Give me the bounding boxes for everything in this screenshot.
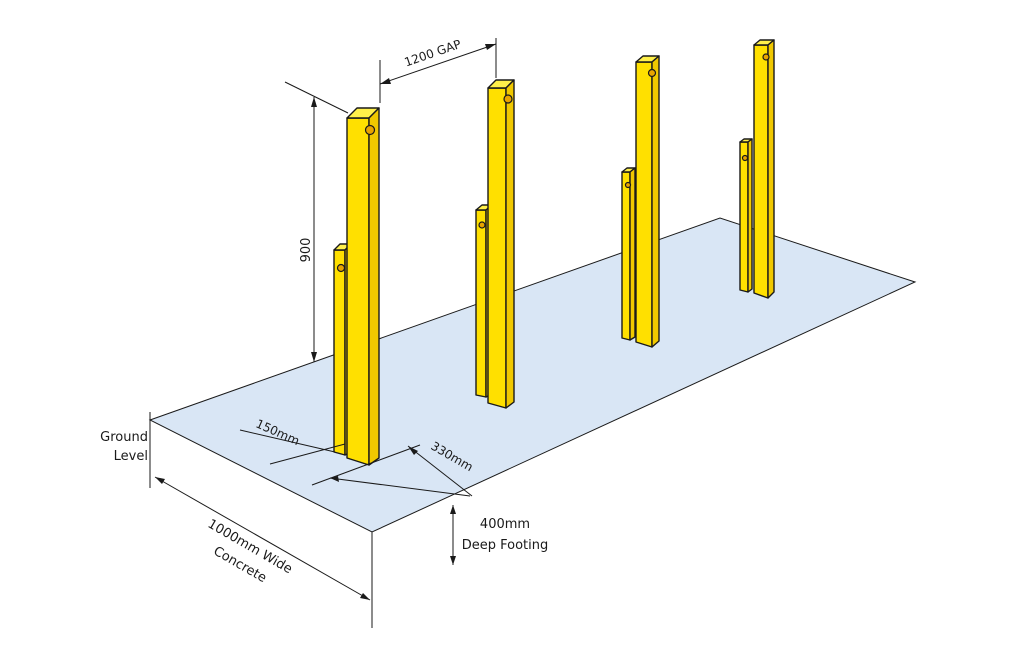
ground-level-dimension: Ground Level [100, 412, 151, 488]
bollard-post-2 [475, 79, 515, 409]
gap-label: 1200 GAP [402, 37, 462, 69]
bolt-hole-icon [478, 221, 486, 229]
bollard-post-4 [739, 39, 775, 299]
bolt-hole-icon [647, 68, 657, 78]
height-label: 900 [299, 238, 314, 263]
bolt-hole-icon [624, 181, 632, 189]
bolt-hole-icon [741, 154, 749, 162]
bolt-hole-icon [762, 53, 770, 61]
bolt-hole-icon [336, 263, 346, 273]
footing-label-line2: Deep Footing [462, 538, 549, 553]
height-dimension: 900 [284, 81, 349, 362]
bolt-hole-icon [503, 94, 513, 104]
ground-label-line1: Ground [100, 430, 148, 445]
concrete-slab [148, 217, 917, 533]
bolt-hole-icon [364, 124, 376, 136]
bollard-post-1 [333, 107, 380, 466]
footing-dimension: 400mm Deep Footing [450, 505, 548, 565]
footing-label-line1: 400mm [480, 517, 530, 532]
ground-label-line2: Level [114, 449, 148, 464]
bollard-post-3 [621, 55, 660, 348]
gap-dimension: 1200 GAP [379, 37, 497, 103]
